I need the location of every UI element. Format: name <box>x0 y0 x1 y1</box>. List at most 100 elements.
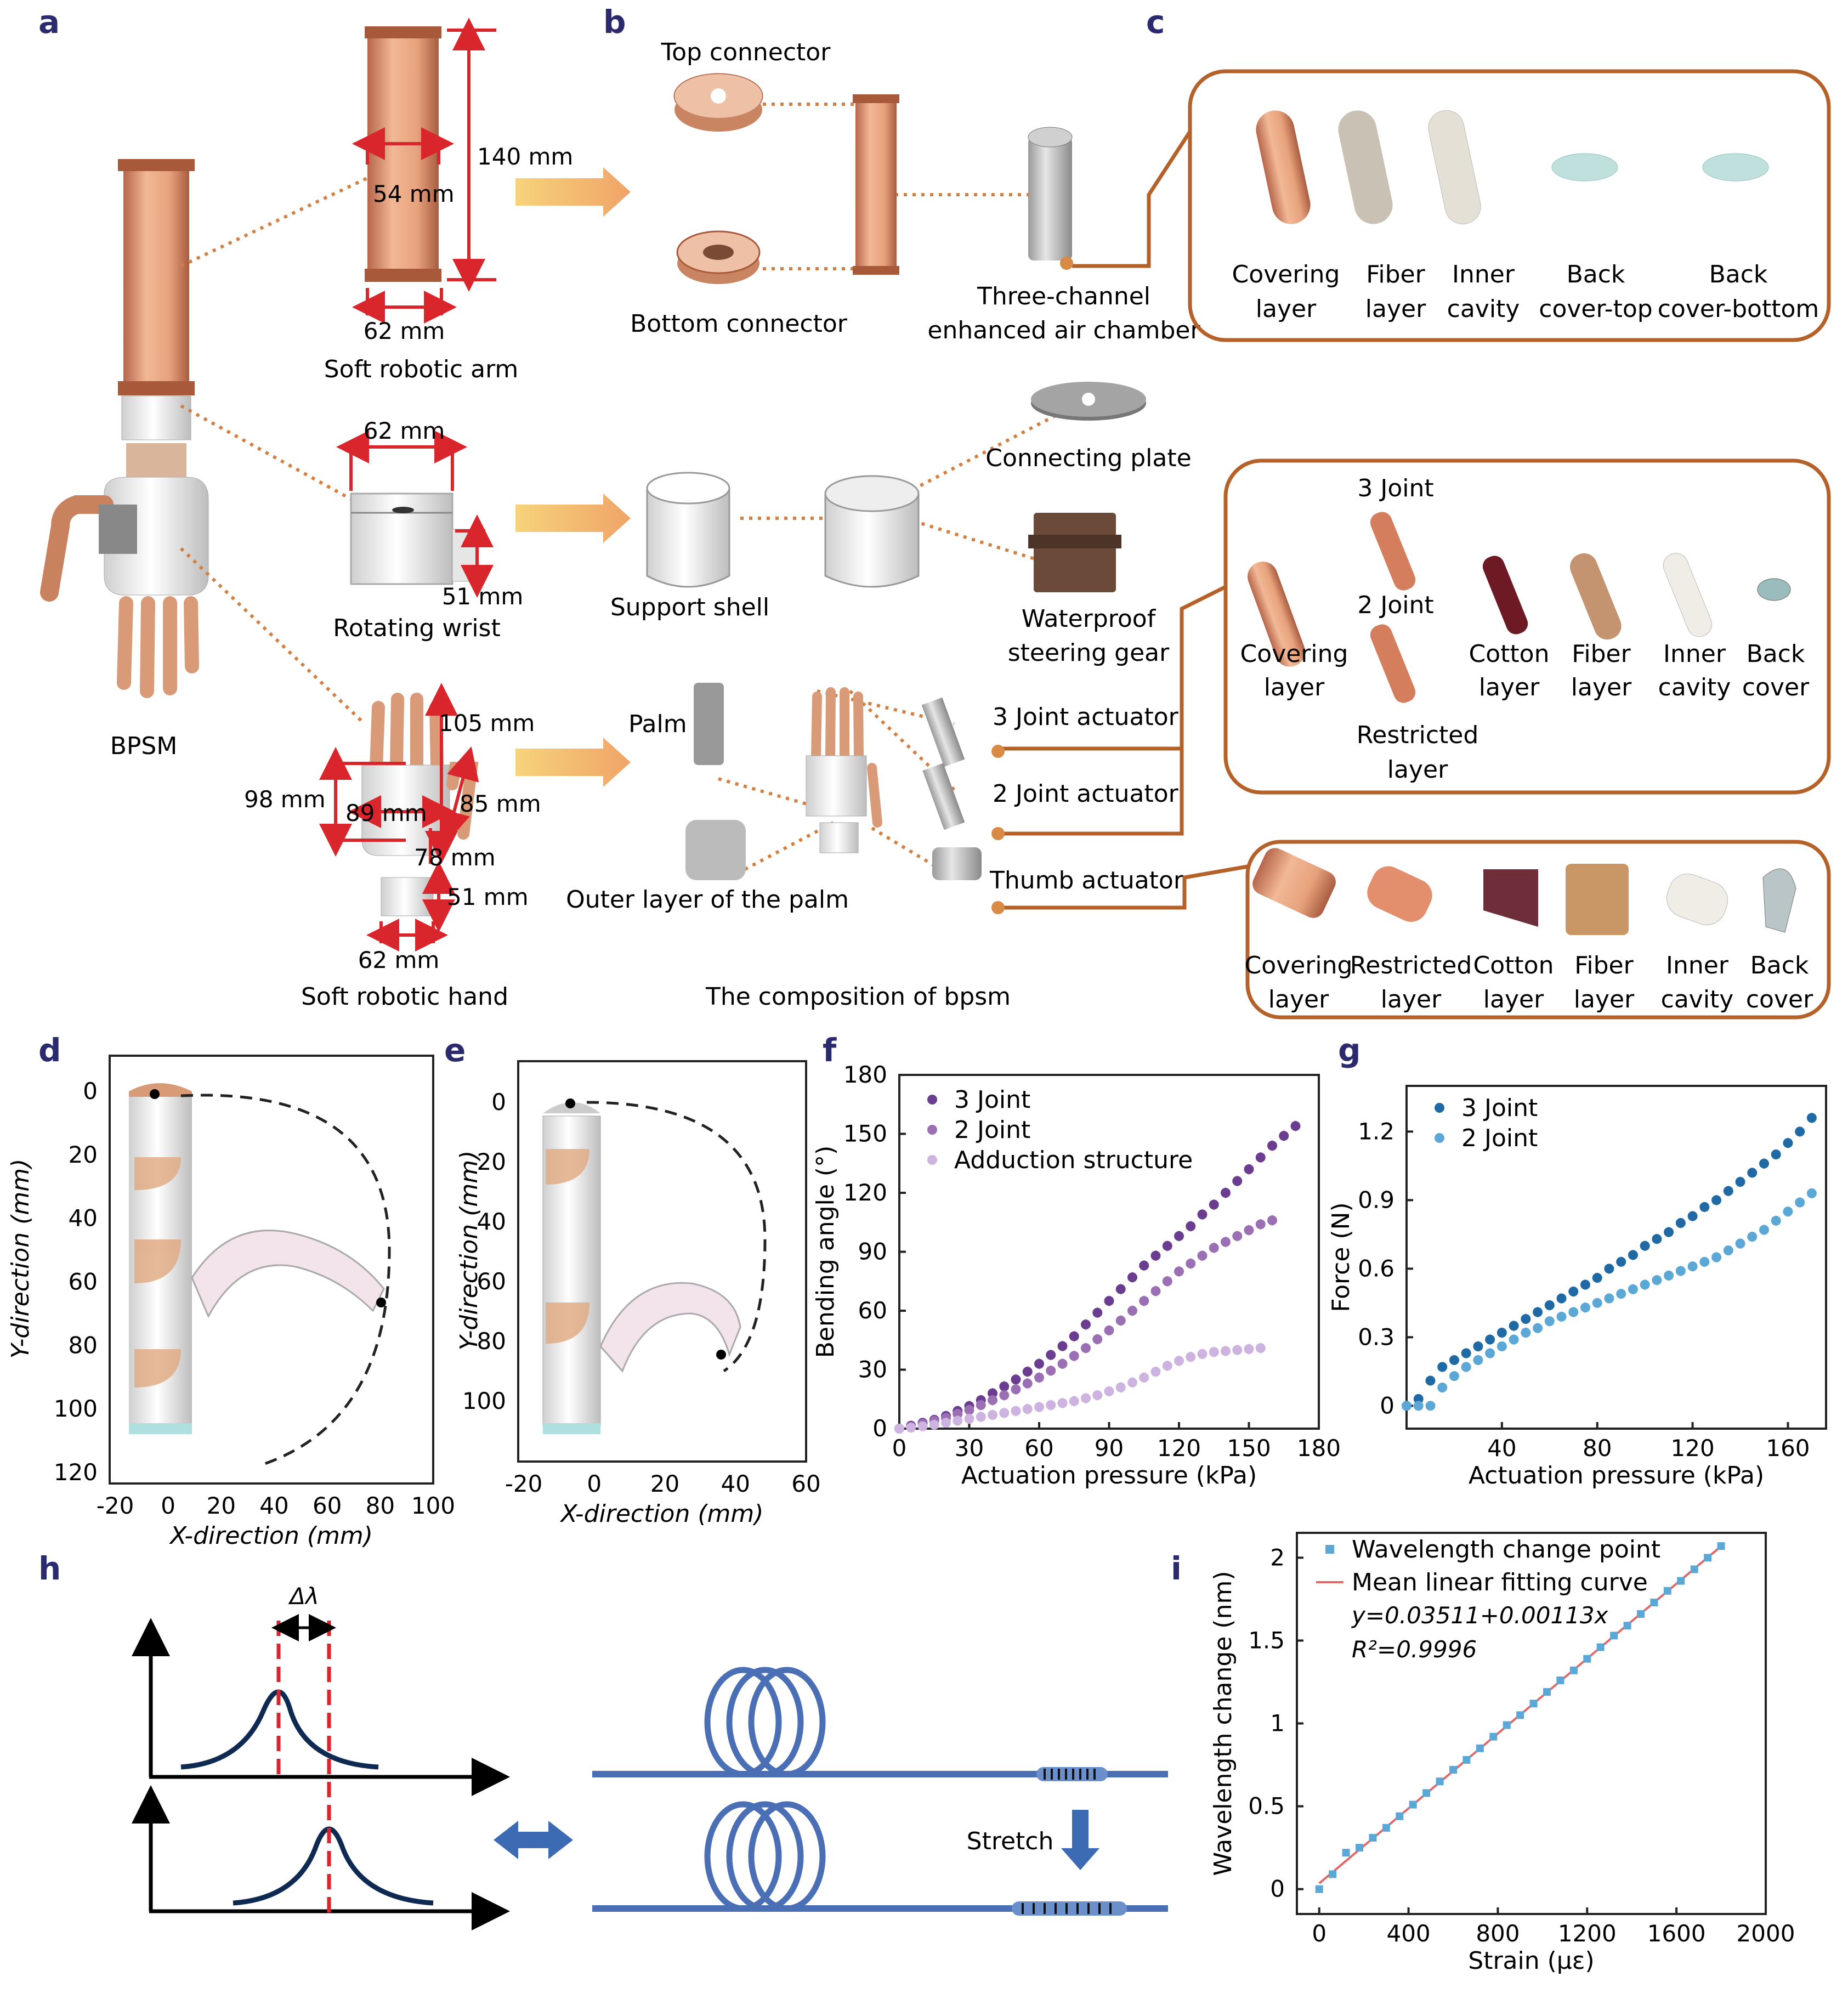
delta-label: Δλ <box>288 1583 319 1610</box>
data-point-f <box>1279 1131 1289 1141</box>
data-point-g <box>1795 1126 1805 1137</box>
data-point-g <box>1592 1273 1602 1283</box>
data-point-g <box>1616 1289 1626 1299</box>
data-point-i <box>1596 1643 1605 1651</box>
panel-h: Δλ <box>132 1583 1168 1930</box>
arm-height-label: 140 mm <box>477 143 573 170</box>
data-point-f <box>1104 1325 1114 1335</box>
data-point-f <box>1232 1231 1243 1241</box>
ytick-f: 30 <box>858 1356 887 1383</box>
xtick-d: 60 <box>313 1492 342 1519</box>
data-point-f <box>1069 1396 1079 1406</box>
c1-back-top-1: Back <box>1567 261 1625 288</box>
data-point-g <box>1711 1195 1722 1205</box>
data-point-g <box>1783 1207 1793 1217</box>
ytick-e: 60 <box>477 1268 506 1295</box>
data-point-g <box>1747 1232 1758 1242</box>
top-connector-label: Top connector <box>661 38 831 66</box>
data-point-f <box>988 1388 997 1398</box>
data-point-i <box>1583 1655 1591 1663</box>
chamber-label-1: Three-channel <box>977 282 1150 310</box>
data-point-f <box>1057 1341 1068 1351</box>
bottom-connector-label: Bottom connector <box>630 310 848 338</box>
data-point-f <box>1057 1358 1068 1369</box>
data-point-g <box>1699 1202 1710 1212</box>
c2-fiber-2: layer <box>1571 673 1632 701</box>
data-point-f <box>1255 1152 1266 1163</box>
data-point-g <box>1521 1328 1531 1338</box>
data-point-f <box>1081 1343 1091 1354</box>
data-point-f <box>1092 1390 1103 1401</box>
c2-covering-1: Covering <box>1240 640 1348 668</box>
data-point-g <box>1509 1321 1519 1331</box>
data-point-f <box>1197 1250 1208 1261</box>
data-point-f <box>1255 1219 1266 1230</box>
c3-fiber-1: Fiber <box>1574 952 1634 979</box>
data-point-g <box>1580 1279 1590 1290</box>
data-point-f <box>1057 1398 1068 1408</box>
c2-back-2: cover <box>1742 673 1810 701</box>
ytick-e: 20 <box>477 1148 506 1175</box>
data-point-f <box>976 1412 986 1422</box>
data-point-g <box>1413 1394 1424 1404</box>
data-point-f <box>1069 1331 1079 1341</box>
data-point-f <box>953 1409 963 1419</box>
chamber-label-2: enhanced air chamber <box>927 316 1200 344</box>
data-point-f <box>1267 1141 1277 1151</box>
data-point-f <box>1150 1367 1161 1377</box>
data-point-g <box>1556 1311 1567 1322</box>
ytick-f: 180 <box>843 1061 887 1088</box>
data-point-f <box>1174 1266 1184 1277</box>
panel-b: Top connector Bottom connector Three-cha… <box>566 38 1200 1011</box>
data-point-g <box>1640 1279 1650 1290</box>
data-point-f <box>1174 1356 1184 1366</box>
legend-label-f: Adduction structure <box>954 1146 1193 1174</box>
data-point-f <box>976 1400 986 1410</box>
xlabel-d: X-direction (mm) <box>169 1522 373 1550</box>
tip-point-e-end <box>716 1350 726 1360</box>
panel-e-illustration <box>542 1098 767 1434</box>
data-point-f <box>1150 1286 1161 1296</box>
data-point-i <box>1369 1834 1377 1842</box>
data-point-g <box>1783 1138 1793 1148</box>
data-point-f <box>1221 1237 1231 1247</box>
data-point-f <box>1186 1259 1196 1269</box>
ytick-f: 120 <box>843 1179 887 1206</box>
ytick-g: 1.2 <box>1358 1118 1394 1145</box>
data-point-f <box>1139 1296 1149 1306</box>
panel-letter-i: i <box>1171 1550 1182 1587</box>
data-point-i <box>1396 1812 1404 1820</box>
ytick-i: 1 <box>1270 1710 1285 1737</box>
xtick-f: 0 <box>892 1435 907 1462</box>
c3-back-2: cover <box>1746 986 1813 1013</box>
data-point-f <box>1127 1377 1137 1388</box>
data-point-g <box>1544 1300 1555 1310</box>
panel-letter-h: h <box>38 1550 61 1587</box>
data-point-g <box>1496 1328 1507 1338</box>
data-point-g <box>1544 1316 1555 1327</box>
data-point-f <box>1139 1372 1149 1383</box>
data-point-f <box>1244 1225 1254 1236</box>
stretch-arrow <box>1061 1810 1099 1870</box>
arm-width-label: 62 mm <box>364 318 445 344</box>
fiber-top <box>592 1667 1168 1781</box>
xtick-e: 40 <box>721 1470 750 1497</box>
data-point-f <box>1092 1334 1103 1344</box>
panel-letter-f: f <box>823 1032 837 1069</box>
data-point-g <box>1723 1186 1733 1196</box>
data-point-i <box>1556 1676 1564 1684</box>
ylabel-g: Force (N) <box>1327 1202 1355 1312</box>
xtick-i: 1600 <box>1647 1920 1706 1947</box>
data-point-g <box>1687 1261 1698 1272</box>
actuator-2-label: 2 Joint actuator <box>993 780 1179 808</box>
data-point-f <box>1232 1176 1243 1186</box>
c1-back-bottom-2: cover-bottom <box>1658 295 1819 323</box>
ytick-g: 0.9 <box>1358 1186 1394 1213</box>
data-point-f <box>999 1381 1010 1391</box>
data-point-f <box>1022 1367 1033 1377</box>
data-point-g <box>1437 1362 1448 1372</box>
data-point-g <box>1628 1250 1638 1260</box>
data-point-i <box>1476 1744 1484 1752</box>
